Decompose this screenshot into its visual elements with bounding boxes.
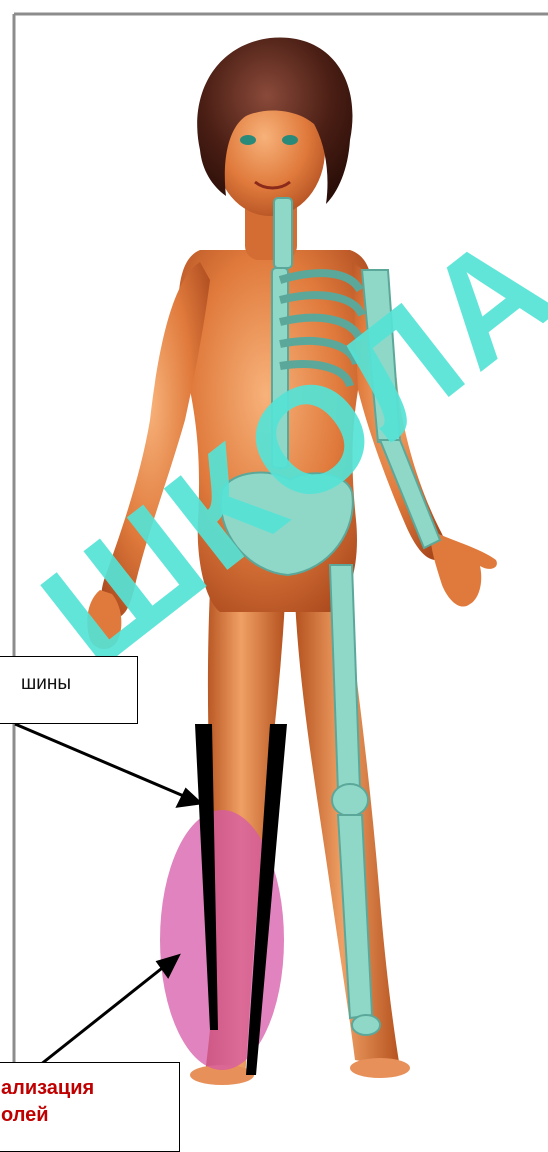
arrow-to-pain-area [40, 965, 166, 1065]
ankle [352, 1015, 380, 1035]
localization-label-box: ализация олей [0, 1062, 180, 1152]
left-foot [350, 1058, 410, 1078]
localization-label-line-2: олей [1, 1102, 179, 1129]
left-hand [430, 530, 497, 607]
splint-label-box: шины [0, 656, 138, 724]
cervical-spine [274, 198, 292, 268]
splint-label: шины [21, 673, 71, 694]
knee [332, 784, 368, 816]
right-arm [101, 262, 210, 618]
arrow-to-splint [15, 724, 186, 797]
localization-label-line-1: ализация [1, 1075, 179, 1102]
